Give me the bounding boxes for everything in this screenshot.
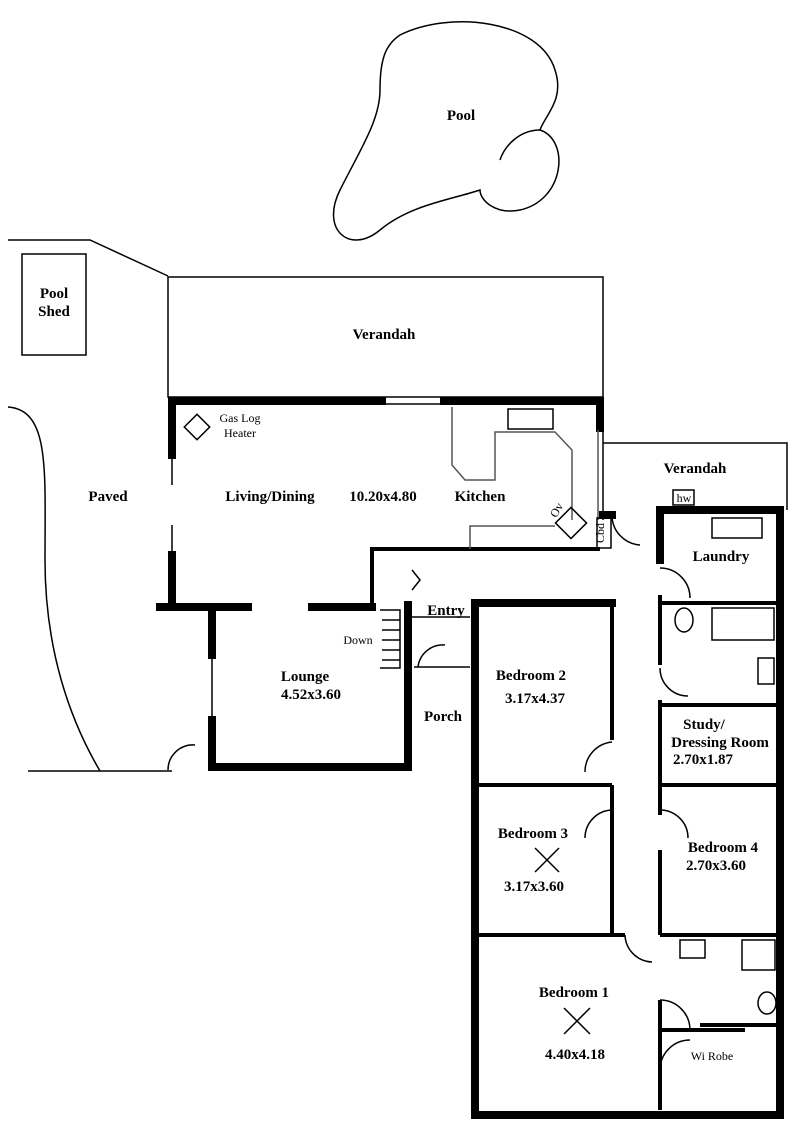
robe-door (659, 1039, 691, 1071)
study-label-1: Study/ (683, 717, 726, 733)
porch-door (417, 644, 446, 668)
cooktop-icon (554, 506, 588, 540)
hot-water-unit (672, 489, 695, 506)
bedroom1-size-label: 4.40x4.18 (545, 1047, 605, 1063)
sink-icon (507, 408, 554, 430)
laundry-label: Laundry (693, 549, 750, 565)
cupboard-label: Cbd (593, 523, 607, 543)
pool-shed-label-1: Pool (40, 286, 68, 302)
bedroom4-size-label: 2.70x3.60 (686, 858, 746, 874)
ceiling-fan-icon-2 (563, 1007, 591, 1035)
stairs (380, 609, 401, 669)
gas-log-heater-label-1: Gas Log (220, 411, 261, 425)
living-walls (156, 397, 604, 771)
oven-label: Ov (547, 500, 566, 520)
gas-log-heater-label-2: Heater (224, 426, 256, 440)
verandah-side-label: Verandah (664, 461, 727, 477)
living-size-label: 10.20x4.80 (349, 489, 417, 505)
vanity-icon (757, 657, 775, 685)
laundry-tubs-icon (711, 517, 763, 539)
ceiling-fan-icon (534, 847, 560, 873)
hot-water-label: hw (677, 491, 692, 505)
pool-step (499, 129, 541, 161)
entry-label: Entry (427, 603, 465, 619)
study-label-2: Dressing Room (671, 735, 769, 751)
pool-shed-label-2: Shed (38, 304, 70, 320)
bath-door (659, 667, 689, 697)
bedroom2-door (584, 741, 613, 773)
study-size-label: 2.70x1.87 (673, 752, 734, 768)
porch-label: Porch (424, 709, 463, 725)
bedroom3-size-label: 3.17x3.60 (504, 879, 564, 895)
bedroom1-door (624, 934, 653, 963)
bedroom4-door (659, 809, 689, 839)
paved-label: Paved (88, 489, 128, 505)
pool-label: Pool (447, 108, 475, 124)
kitchen-bench (451, 407, 573, 520)
laundry-door (659, 567, 691, 599)
down-label: Down (343, 633, 372, 647)
wi-robe-label: Wi Robe (691, 1049, 734, 1063)
lounge-label: Lounge (281, 669, 330, 685)
pool-outline (332, 21, 560, 241)
bedroom2-label: Bedroom 2 (496, 668, 566, 684)
door-swing (611, 514, 641, 546)
ensuite-door (659, 999, 691, 1031)
lounge-size-label: 4.52x3.60 (281, 687, 341, 703)
paved-edge (7, 406, 101, 772)
bedroom4-label: Bedroom 4 (688, 840, 759, 856)
toilet-icon (674, 607, 694, 633)
bedroom3-label: Bedroom 3 (498, 826, 568, 842)
bedroom2-size-label: 3.17x4.37 (505, 691, 566, 707)
verandah-main-label: Verandah (353, 327, 416, 343)
boundary-line (8, 239, 169, 277)
entry-door (411, 569, 421, 591)
bedroom-wing-walls (404, 506, 784, 1119)
verandah-side (603, 442, 788, 510)
bedroom3-door (584, 809, 613, 839)
pool-shed (21, 253, 87, 356)
bedroom1-label: Bedroom 1 (539, 985, 609, 1001)
lounge-door (167, 744, 196, 771)
ensuite-toilet-icon (757, 991, 777, 1015)
gas-log-heater-icon (183, 413, 211, 441)
ensuite-shower-icon (741, 939, 776, 971)
kitchen-label: Kitchen (455, 489, 506, 505)
shower-icon (711, 607, 775, 641)
ensuite-basin-icon (679, 939, 706, 959)
living-dining-label: Living/Dining (225, 489, 315, 505)
